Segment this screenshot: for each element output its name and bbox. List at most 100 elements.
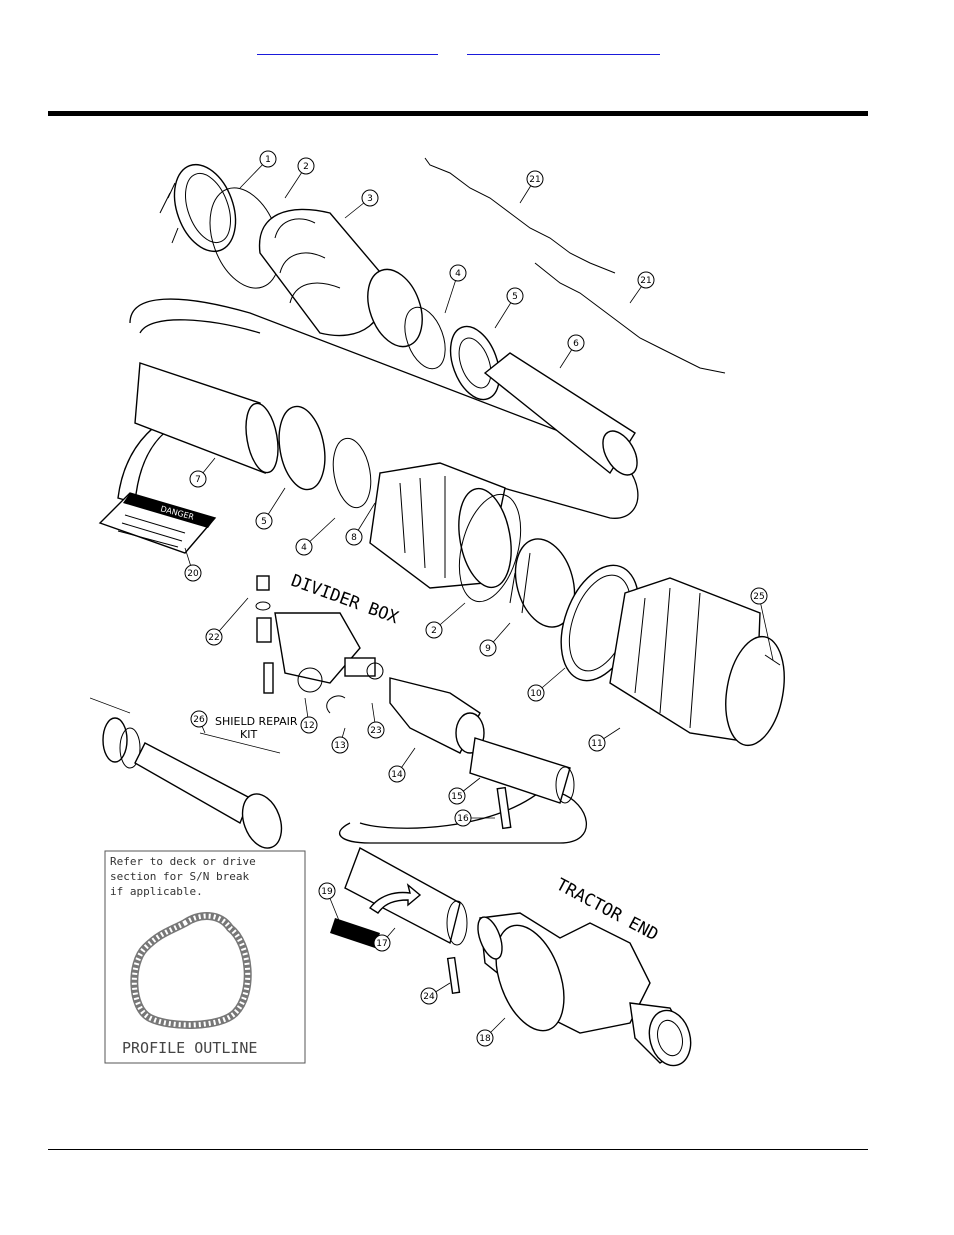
- callout-26: 26: [190, 710, 208, 734]
- callout-number: 21: [529, 175, 540, 185]
- callout-number: 5: [261, 517, 267, 527]
- callout-8: 8: [345, 502, 376, 546]
- part-1-end-cap: [159, 163, 237, 253]
- callout-number: 20: [187, 569, 199, 579]
- callout-circle: [255, 512, 273, 530]
- callout-number: 15: [451, 792, 462, 802]
- callout-circle: [506, 287, 524, 305]
- callout-circle: [449, 264, 467, 282]
- part-5-bearing-lower: [278, 405, 326, 491]
- part-15-tube: [469, 737, 575, 804]
- callout-number: 4: [301, 543, 307, 553]
- callout-21: 21: [629, 271, 655, 304]
- callout-number: 3: [367, 194, 373, 204]
- part-4-ring: [404, 306, 446, 370]
- callout-number: 5: [512, 292, 518, 302]
- callout-17: 17: [373, 927, 396, 952]
- part-5-bearing: [449, 325, 501, 401]
- callout-4: 4: [444, 264, 467, 314]
- footer-rule: [48, 1149, 868, 1150]
- callout-number: 8: [351, 533, 357, 543]
- callout-4: 4: [295, 517, 336, 556]
- callout-21: 21: [519, 170, 544, 204]
- shield-arrow-lower: [338, 792, 588, 844]
- callout-23: 23: [367, 702, 385, 739]
- part-7-tube: [134, 362, 279, 475]
- shield-repair-kit-label-line1: SHIELD REPAIR: [215, 715, 298, 728]
- callout-3: 3: [344, 189, 379, 219]
- callout-circle: [637, 271, 655, 289]
- callout-18: 18: [476, 1017, 506, 1047]
- callout-number: 2: [431, 626, 437, 636]
- callout-9: 9: [479, 622, 511, 657]
- callout-circle: [318, 882, 336, 900]
- callout-circle: [205, 628, 223, 646]
- callout-number: 26: [193, 715, 205, 725]
- callout-1: 1: [239, 150, 277, 189]
- callout-11: 11: [588, 727, 621, 752]
- callout-number: 9: [485, 644, 491, 654]
- callout-24: 24: [420, 982, 451, 1005]
- part-24-pin: [446, 956, 461, 995]
- callout-circle: [345, 528, 363, 546]
- callout-number: 25: [753, 592, 764, 602]
- part-2-ring-lower: [458, 493, 522, 603]
- callout-15: 15: [448, 777, 481, 805]
- callout-number: 17: [376, 939, 387, 949]
- callout-number: 19: [321, 887, 333, 897]
- part-6-tube: [483, 352, 638, 476]
- profile-note-box: Refer to deck or drive section for S/N b…: [104, 850, 306, 1064]
- part-14-yoke: [389, 677, 485, 754]
- callout-circle: [331, 736, 349, 754]
- callout-number: 10: [530, 689, 542, 699]
- callout-6: 6: [559, 334, 585, 369]
- callout-circle: [476, 1029, 494, 1047]
- callout-circle: [297, 157, 315, 175]
- callout-5: 5: [494, 287, 524, 329]
- note-line-2: section for S/N break: [110, 870, 249, 883]
- callout-7: 7: [189, 457, 216, 488]
- callout-number: 1: [265, 155, 271, 165]
- note-line-3: if applicable.: [110, 885, 203, 898]
- part-20-danger-decal: DANGER: [98, 492, 217, 554]
- callout-5: 5: [255, 487, 286, 530]
- nav-link-2[interactable]: [467, 38, 660, 55]
- callout-circle: [259, 150, 277, 168]
- callout-circle: [373, 934, 391, 952]
- part-22-bolt: [255, 575, 274, 694]
- callout-20: 20: [184, 547, 202, 582]
- note-line-1: Refer to deck or drive: [110, 855, 256, 868]
- part-18-gearbox: [477, 912, 692, 1067]
- callout-22: 22: [205, 597, 249, 646]
- callout-13: 13: [331, 727, 349, 754]
- part-13-snap-ring: [326, 695, 346, 714]
- callout-circle: [420, 987, 438, 1005]
- callout-number: 18: [479, 1034, 491, 1044]
- callout-14: 14: [388, 747, 416, 783]
- callout-circle: [448, 787, 466, 805]
- callout-circle: [588, 734, 606, 752]
- shield-repair-kit-label-line2: KIT: [240, 728, 257, 741]
- part-23-cross: [344, 657, 384, 680]
- callout-number: 22: [208, 633, 219, 643]
- callout-circle: [750, 587, 768, 605]
- callout-25: 25: [750, 587, 774, 661]
- callout-12: 12: [300, 697, 318, 734]
- part-26-shield-repair-kit: [90, 697, 283, 849]
- part-3-bellows: [258, 208, 423, 348]
- callout-number: 12: [303, 721, 314, 731]
- callout-circle: [526, 170, 544, 188]
- callout-number: 6: [573, 339, 579, 349]
- part-9-end-cap: [509, 538, 576, 628]
- nav-link-1[interactable]: [257, 38, 438, 55]
- callout-19: 19: [318, 882, 341, 924]
- part-19-decal: [330, 918, 380, 948]
- callout-number: 14: [391, 770, 403, 780]
- part-11-outer-cone: [609, 577, 785, 747]
- callout-circle: [367, 721, 385, 739]
- part-12-yoke: [274, 612, 361, 693]
- callout-number: 11: [591, 739, 602, 749]
- callout-leader: [213, 597, 249, 638]
- callout-number: 7: [195, 475, 201, 485]
- callout-circle: [479, 639, 497, 657]
